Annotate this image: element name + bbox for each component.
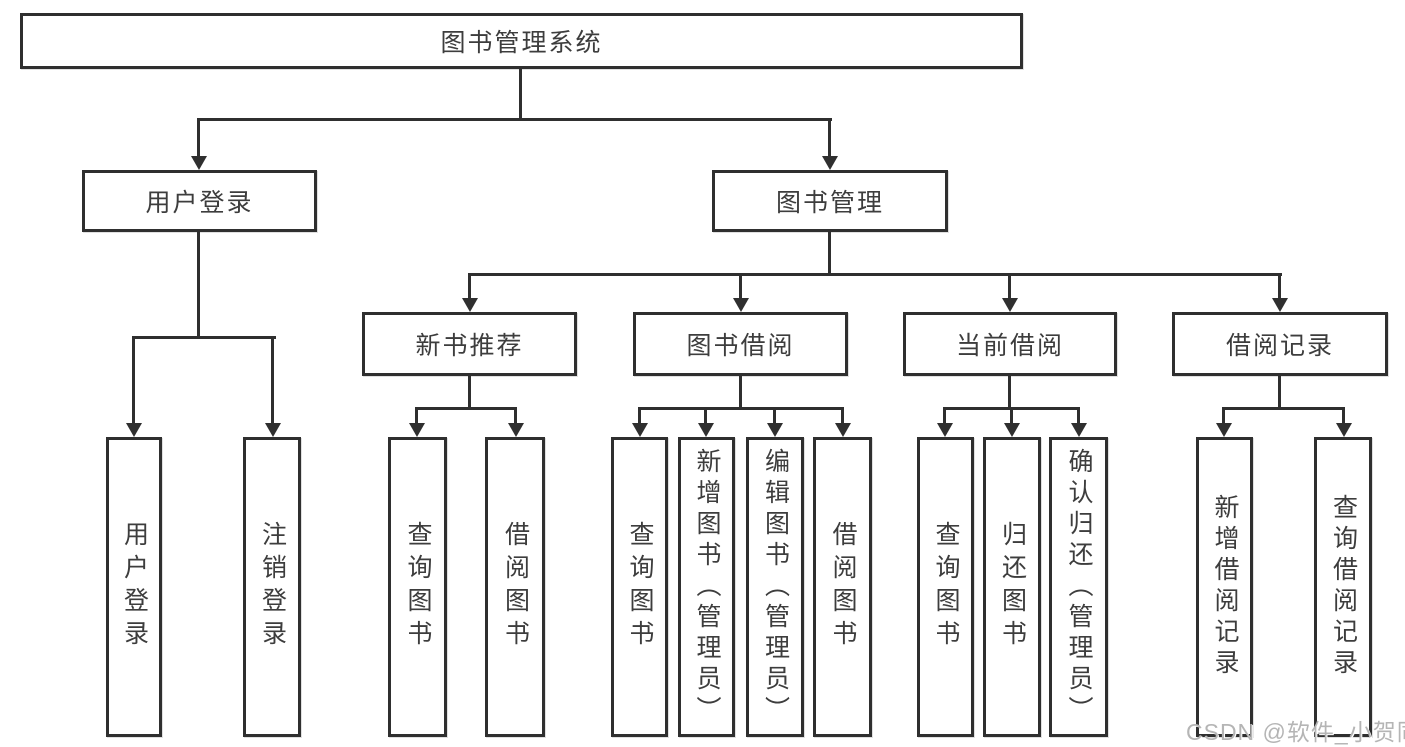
connector-drop bbox=[271, 336, 274, 425]
connector-book-mgmt-bar bbox=[468, 273, 1282, 276]
leaf-borrow-books-recommend-label: 借阅图书 bbox=[501, 521, 530, 653]
arrow-down-icon bbox=[937, 423, 953, 437]
arrow-down-icon bbox=[1004, 423, 1020, 437]
node-book-management: 图书管理 bbox=[712, 170, 948, 232]
connector-bar bbox=[1222, 407, 1345, 410]
arrow-down-icon bbox=[733, 298, 749, 312]
leaf-query-books-current-label: 查询图书 bbox=[932, 521, 960, 653]
leaf-return-books: 归还图书 bbox=[983, 437, 1041, 737]
leaf-query-books-recommend-label: 查询图书 bbox=[404, 521, 432, 653]
connector-drop bbox=[773, 407, 776, 425]
node-root: 图书管理系统 bbox=[20, 13, 1023, 69]
connector-drop bbox=[514, 407, 517, 425]
leaf-borrow-books: 借阅图书 bbox=[813, 437, 872, 737]
arrow-down-icon bbox=[1071, 423, 1087, 437]
arrow-down-icon bbox=[191, 156, 207, 170]
connector-stem bbox=[1278, 376, 1281, 407]
leaf-add-borrow-record-label: 新增借阅记录 bbox=[1211, 494, 1239, 680]
arrow-down-icon bbox=[126, 423, 142, 437]
connector-bar bbox=[638, 407, 844, 410]
connector-stem bbox=[739, 376, 742, 407]
leaf-return-books-label: 归还图书 bbox=[998, 521, 1027, 653]
connector-drop bbox=[1342, 407, 1345, 425]
leaf-borrow-books-label: 借阅图书 bbox=[829, 521, 857, 653]
connector-book-mgmt-drop bbox=[828, 118, 831, 158]
node-new-book-recommend: 新书推荐 bbox=[362, 312, 577, 376]
leaf-add-borrow-record: 新增借阅记录 bbox=[1196, 437, 1253, 737]
node-book-management-label: 图书管理 bbox=[775, 189, 884, 217]
node-user-login: 用户登录 bbox=[82, 170, 317, 232]
leaf-user-login: 用户登录 bbox=[106, 437, 162, 737]
arrow-down-icon bbox=[822, 156, 838, 170]
connector-drop bbox=[1010, 407, 1013, 425]
leaf-user-login-label: 用户登录 bbox=[120, 521, 149, 653]
node-borrow-records: 借阅记录 bbox=[1172, 312, 1388, 376]
connector-drop bbox=[841, 407, 844, 425]
arrow-down-icon bbox=[1002, 298, 1018, 312]
connector-root-stem bbox=[519, 69, 522, 118]
arrow-down-icon bbox=[1272, 298, 1288, 312]
leaf-edit-books-admin-label: 编辑图书（管理员） bbox=[761, 447, 790, 727]
leaf-confirm-return-admin: 确认归还（管理员） bbox=[1049, 437, 1108, 737]
leaf-add-books-admin-label: 新增图书（管理员） bbox=[693, 447, 721, 727]
arrow-down-icon bbox=[508, 423, 524, 437]
node-book-borrow-label: 图书借阅 bbox=[686, 332, 795, 360]
arrow-down-icon bbox=[632, 423, 648, 437]
connector-drop bbox=[704, 407, 707, 425]
arrow-down-icon bbox=[409, 423, 425, 437]
csdn-watermark: CSDN @软件_小贺同学 bbox=[1186, 719, 1405, 745]
node-root-label: 图书管理系统 bbox=[440, 29, 603, 57]
arrow-down-icon bbox=[462, 298, 478, 312]
connector-drop bbox=[1077, 407, 1080, 425]
node-new-book-recommend-label: 新书推荐 bbox=[415, 332, 524, 360]
connector-root-bar bbox=[198, 118, 832, 121]
connector-drop bbox=[739, 273, 742, 300]
leaf-query-books-borrow: 查询图书 bbox=[611, 437, 668, 737]
arrow-down-icon bbox=[767, 423, 783, 437]
connector-drop bbox=[415, 407, 418, 425]
node-user-login-label: 用户登录 bbox=[145, 189, 254, 217]
connector-user-login-stem bbox=[197, 232, 200, 336]
connector-drop bbox=[943, 407, 946, 425]
leaf-query-books-borrow-label: 查询图书 bbox=[626, 521, 654, 653]
arrow-down-icon bbox=[1336, 423, 1352, 437]
node-current-borrow-label: 当前借阅 bbox=[955, 332, 1064, 360]
leaf-query-books-current: 查询图书 bbox=[917, 437, 974, 737]
arrow-down-icon bbox=[698, 423, 714, 437]
leaf-add-books-admin: 新增图书（管理员） bbox=[678, 437, 735, 737]
node-book-borrow: 图书借阅 bbox=[633, 312, 848, 376]
connector-user-login-bar bbox=[132, 336, 276, 339]
connector-drop bbox=[1008, 273, 1011, 300]
connector-drop bbox=[1278, 273, 1281, 300]
leaf-edit-books-admin: 编辑图书（管理员） bbox=[746, 437, 804, 737]
leaf-query-borrow-record: 查询借阅记录 bbox=[1314, 437, 1372, 737]
node-current-borrow: 当前借阅 bbox=[903, 312, 1117, 376]
connector-bar bbox=[415, 407, 517, 410]
arrow-down-icon bbox=[835, 423, 851, 437]
leaf-confirm-return-admin-label: 确认归还（管理员） bbox=[1065, 447, 1093, 727]
arrow-down-icon bbox=[265, 423, 281, 437]
connector-drop bbox=[132, 336, 135, 425]
connector-drop bbox=[468, 273, 471, 300]
node-borrow-records-label: 借阅记录 bbox=[1225, 332, 1334, 360]
connector-user-login-drop bbox=[197, 118, 200, 158]
leaf-borrow-books-recommend: 借阅图书 bbox=[485, 437, 545, 737]
connector-book-mgmt-stem bbox=[828, 232, 831, 273]
leaf-query-borrow-record-label: 查询借阅记录 bbox=[1329, 494, 1358, 680]
arrow-down-icon bbox=[1216, 423, 1232, 437]
connector-stem bbox=[468, 376, 471, 407]
leaf-query-books-recommend: 查询图书 bbox=[388, 437, 447, 737]
connector-drop bbox=[1222, 407, 1225, 425]
leaf-logout-label: 注销登录 bbox=[258, 521, 287, 653]
connector-stem bbox=[1008, 376, 1011, 407]
connector-drop bbox=[638, 407, 641, 425]
leaf-logout: 注销登录 bbox=[243, 437, 301, 737]
